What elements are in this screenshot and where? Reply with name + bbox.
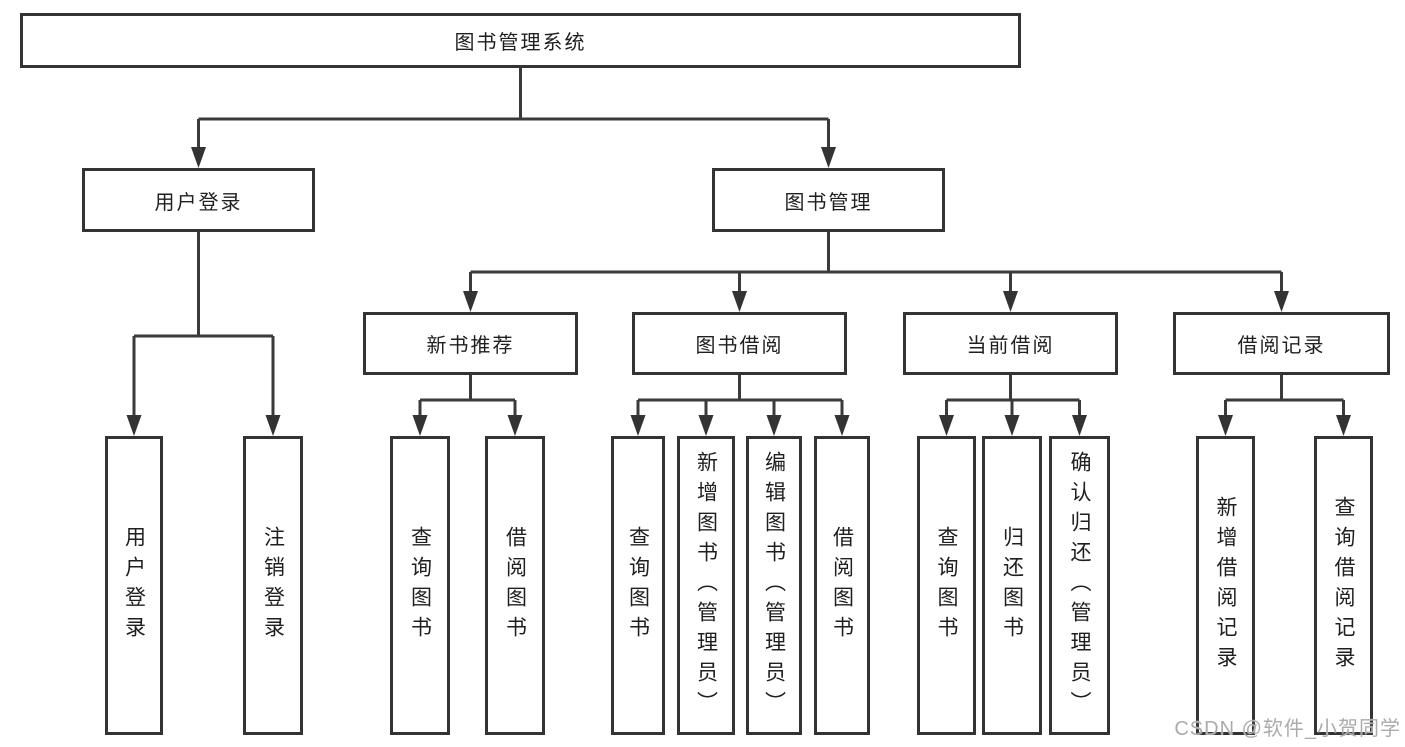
node-label: 借阅记录 [1237, 335, 1326, 357]
leaf-label: 新增借阅记录 [1214, 495, 1237, 676]
node-label: 新书推荐 [426, 335, 515, 357]
leaf-label: 用户登录 [122, 525, 146, 646]
leaf-label: 借阅图书 [503, 525, 527, 646]
leaf-label: 确认归还（管理员） [1068, 450, 1091, 721]
leaf-label: 新增图书（管理员） [694, 450, 718, 721]
node-label: 用户登录 [154, 191, 243, 214]
leaf-return-books: 归还图书 [982, 436, 1042, 735]
node-label: 图书借阅 [695, 335, 784, 357]
node-current-borrowing: 当前借阅 [903, 312, 1118, 375]
leaf-label: 注销登录 [261, 525, 285, 646]
leaf-confirm-return-admin: 确认归还（管理员） [1049, 436, 1110, 735]
node-borrowing-records: 借阅记录 [1173, 312, 1390, 375]
csdn-watermark: CSDN @软件_小贺同学 [1174, 718, 1401, 740]
leaf-borrow-books-2: 借阅图书 [814, 436, 870, 735]
node-root-label: 图书管理系统 [454, 32, 587, 54]
node-new-book-recommend: 新书推荐 [363, 312, 578, 375]
leaf-query-books-1: 查询图书 [390, 436, 450, 735]
leaf-label: 查询图书 [408, 525, 432, 646]
leaf-add-book-admin: 新增图书（管理员） [677, 436, 735, 735]
node-book-borrowing: 图书借阅 [632, 312, 847, 375]
leaf-query-books-3: 查询图书 [917, 436, 976, 735]
node-label: 图书管理 [784, 191, 873, 214]
leaf-add-borrow-record: 新增借阅记录 [1196, 436, 1255, 735]
node-label: 当前借阅 [966, 335, 1055, 357]
leaf-label: 查询图书 [626, 525, 650, 646]
leaf-logout: 注销登录 [243, 436, 303, 735]
leaf-user-login: 用户登录 [105, 436, 163, 735]
node-root: 图书管理系统 [20, 13, 1021, 68]
leaf-label: 查询借阅记录 [1332, 495, 1355, 676]
leaf-edit-book-admin: 编辑图书（管理员） [746, 436, 802, 735]
leaf-borrow-books-1: 借阅图书 [485, 436, 545, 735]
leaf-label: 编辑图书（管理员） [762, 450, 786, 721]
node-book-management: 图书管理 [712, 168, 945, 232]
node-user-login-branch: 用户登录 [82, 168, 315, 232]
leaf-label: 归还图书 [1000, 525, 1024, 646]
leaf-query-books-2: 查询图书 [611, 436, 665, 735]
leaf-label: 查询图书 [935, 525, 958, 646]
leaf-label: 借阅图书 [830, 525, 854, 646]
leaf-query-borrow-record: 查询借阅记录 [1314, 436, 1373, 735]
